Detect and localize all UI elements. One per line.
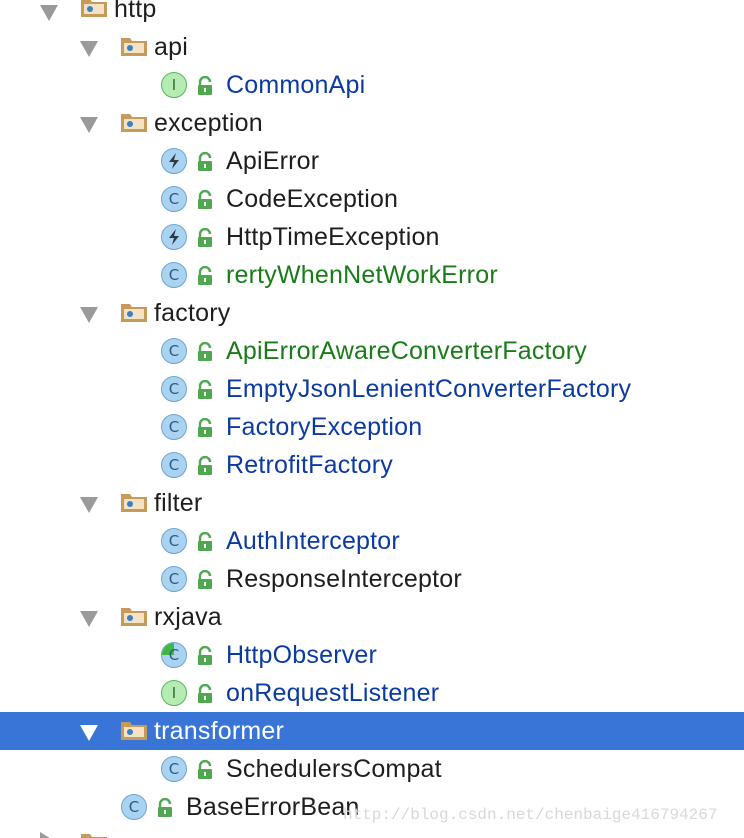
abstract-class-icon: C — [161, 642, 187, 668]
tree-row-apierror[interactable]: ApiError — [0, 142, 744, 180]
tree-row-transformer[interactable]: transformer — [0, 712, 744, 750]
tree-row-factoryexception[interactable]: C FactoryException — [0, 408, 744, 446]
watermark: http://blog.csdn.net/chenbaige416794267 — [343, 806, 718, 824]
package-folder-icon — [81, 0, 107, 17]
tree-item-label: ResponseInterceptor — [226, 565, 462, 593]
expand-arrow-icon[interactable] — [80, 117, 98, 133]
collapse-arrow-icon[interactable] — [40, 832, 53, 838]
expand-arrow-icon[interactable] — [80, 497, 98, 513]
tree-item-label: AuthInterceptor — [226, 527, 400, 555]
expand-arrow-icon[interactable] — [80, 41, 98, 57]
package-folder-icon — [121, 608, 147, 626]
package-folder-icon — [121, 38, 147, 56]
tree-item-label: SchedulersCompat — [226, 755, 442, 783]
tree-row-codeexception[interactable]: C CodeException — [0, 180, 744, 218]
package-folder-icon — [121, 114, 147, 132]
tree-row-rxjava[interactable]: rxjava — [0, 598, 744, 636]
tree-item-label: HttpTimeException — [226, 223, 440, 251]
lock-icon — [198, 570, 212, 589]
tree-row-apierrorawareconverterfactory[interactable]: C ApiErrorAwareConverterFactory — [0, 332, 744, 370]
expand-arrow-icon[interactable] — [80, 725, 98, 741]
expand-arrow-icon[interactable] — [80, 611, 98, 627]
lock-icon — [198, 684, 212, 703]
tree-item-label: exception — [154, 109, 263, 137]
tree-row-emptyjsonlenientconverterfactory[interactable]: C EmptyJsonLenientConverterFactory — [0, 370, 744, 408]
tree-item-label: ApiErrorAwareConverterFactory — [226, 337, 588, 365]
lock-icon — [198, 760, 212, 779]
lock-icon — [198, 228, 212, 247]
tree-item-label: ApiError — [226, 147, 320, 175]
tree-item-label: CommonApi — [226, 71, 366, 99]
lock-icon — [158, 798, 172, 817]
tree-row-api[interactable]: api — [0, 28, 744, 66]
expand-arrow-icon[interactable] — [40, 5, 58, 21]
class-icon: C — [161, 566, 187, 592]
tree-item-label: onRequestListener — [226, 679, 440, 707]
package-folder-icon — [121, 494, 147, 512]
tree-row-schedulerscompat[interactable]: C SchedulersCompat — [0, 750, 744, 788]
class-icon: C — [161, 186, 187, 212]
class-icon: C — [161, 756, 187, 782]
tree-row-exception[interactable]: exception — [0, 104, 744, 142]
tree-item-label: rxjava — [154, 603, 222, 631]
tree-row-httptimeexception[interactable]: HttpTimeException — [0, 218, 744, 256]
tree-item-label: BaseErrorBean — [186, 793, 360, 821]
tree-item-label: HttpObserver — [226, 641, 378, 669]
lock-icon — [198, 380, 212, 399]
class-icon: C — [161, 414, 187, 440]
tree-item-label: CodeException — [226, 185, 399, 213]
expand-arrow-icon[interactable] — [80, 307, 98, 323]
lock-icon — [198, 646, 212, 665]
tree-item-label: rertyWhenNetWorkError — [226, 261, 498, 289]
tree-row-http[interactable]: http — [0, 0, 744, 28]
tree-row-factory[interactable]: factory — [0, 294, 744, 332]
tree-item-label: filter — [154, 489, 203, 517]
tree-item-label: FactoryException — [226, 413, 423, 441]
class-icon: C — [161, 338, 187, 364]
lock-icon — [198, 76, 212, 95]
tree-row-authinterceptor[interactable]: C AuthInterceptor — [0, 522, 744, 560]
class-icon: C — [161, 528, 187, 554]
lock-icon — [198, 266, 212, 285]
tree-row-onrequestlistener[interactable]: I onRequestListener — [0, 674, 744, 712]
package-folder-icon — [121, 304, 147, 322]
tree-row-httpobserver[interactable]: C HttpObserver — [0, 636, 744, 674]
class-icon: C — [161, 262, 187, 288]
tree-item-label: factory — [154, 299, 231, 327]
interface-icon: I — [161, 680, 187, 706]
lock-icon — [198, 456, 212, 475]
tree-row-commonapi[interactable]: I CommonApi — [0, 66, 744, 104]
lock-icon — [198, 532, 212, 551]
exception-class-icon — [161, 224, 187, 250]
tree-row-baseerrorbean[interactable]: C BaseErrorBean — [0, 788, 744, 826]
interface-icon: I — [161, 72, 187, 98]
lock-icon — [198, 190, 212, 209]
tree-row-filter[interactable]: filter — [0, 484, 744, 522]
class-icon-letter: C — [168, 645, 180, 664]
class-icon: C — [161, 452, 187, 478]
lock-icon — [198, 342, 212, 361]
tree-item-label: api — [154, 33, 188, 61]
tree-row-partial[interactable] — [0, 826, 744, 838]
tree-item-label: RetrofitFactory — [226, 451, 393, 479]
lock-icon — [198, 152, 212, 171]
package-folder-icon — [81, 834, 107, 838]
lock-icon — [198, 418, 212, 437]
tree-item-label: EmptyJsonLenientConverterFactory — [226, 375, 632, 403]
tree-row-responseinterceptor[interactable]: C ResponseInterceptor — [0, 560, 744, 598]
tree-row-retrofitfactory[interactable]: C RetrofitFactory — [0, 446, 744, 484]
tree-item-label: http — [114, 0, 157, 23]
tree-row-rertywhennetworkerror[interactable]: C rertyWhenNetWorkError — [0, 256, 744, 294]
class-icon: C — [121, 794, 147, 820]
exception-class-icon — [161, 148, 187, 174]
tree-item-label: transformer — [154, 717, 285, 745]
package-folder-icon — [121, 722, 147, 740]
class-icon: C — [161, 376, 187, 402]
